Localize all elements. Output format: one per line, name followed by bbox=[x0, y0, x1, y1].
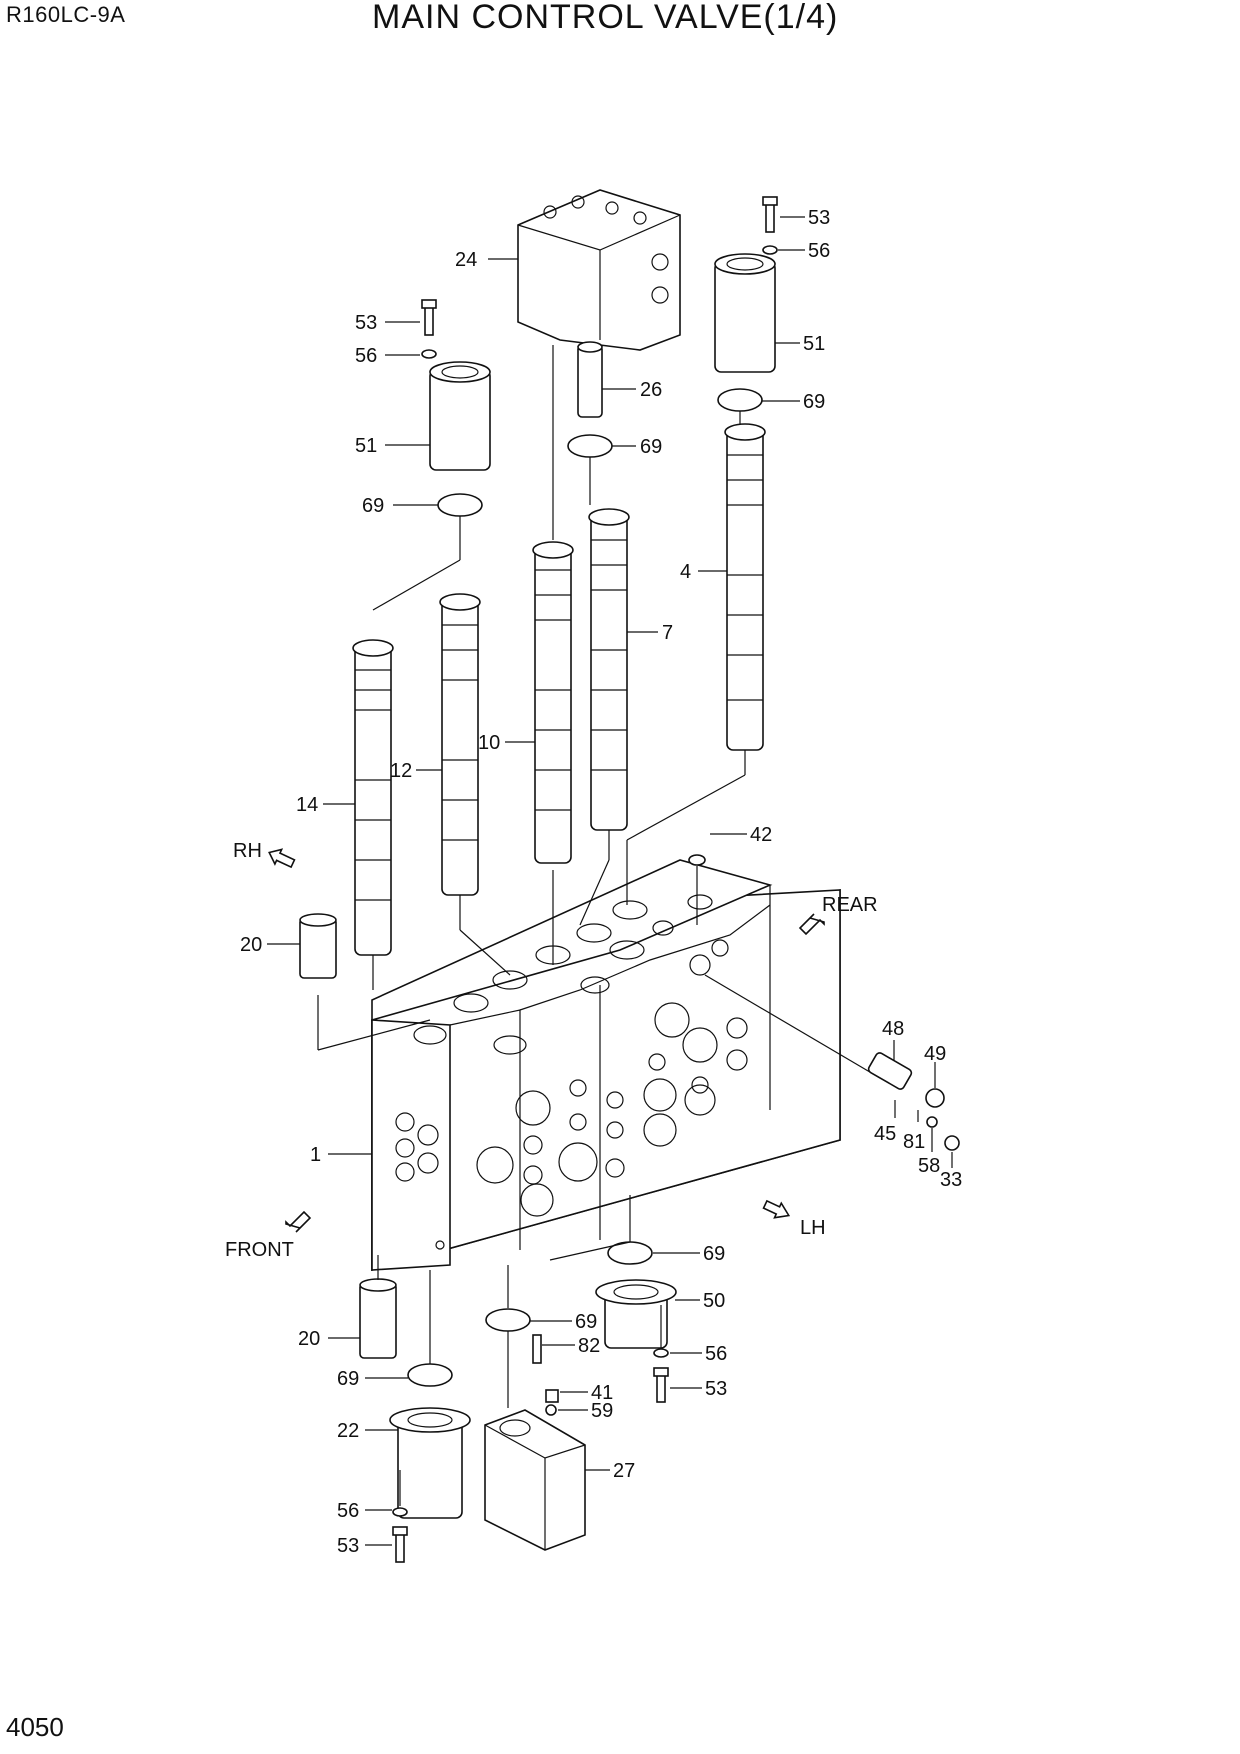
callout-69: 69 bbox=[640, 436, 662, 458]
spool-part-7 bbox=[588, 508, 630, 831]
direction-arrows bbox=[268, 848, 825, 1233]
page-title: MAIN CONTROL VALVE(1/4) bbox=[372, 0, 839, 36]
poppet-part-26 bbox=[577, 341, 603, 418]
spool-part-14 bbox=[352, 639, 394, 956]
callout-56: 56 bbox=[337, 1500, 359, 1522]
callout-53: 53 bbox=[337, 1535, 359, 1557]
callout-10: 10 bbox=[478, 732, 500, 754]
callout-82: 82 bbox=[578, 1335, 600, 1357]
callout-12: 12 bbox=[390, 760, 412, 782]
callout-69: 69 bbox=[803, 391, 825, 413]
block-part-27 bbox=[484, 1409, 586, 1551]
alignment-lines bbox=[317, 345, 746, 1506]
callout-56: 56 bbox=[808, 240, 830, 262]
callout-1: 1 bbox=[310, 1144, 321, 1166]
o-ring-69-b bbox=[567, 434, 613, 458]
callout-53: 53 bbox=[355, 312, 377, 334]
direction-label-front: FRONT bbox=[225, 1239, 294, 1261]
callout-69: 69 bbox=[362, 495, 384, 517]
cap-part-22 bbox=[389, 1407, 471, 1519]
o-ring-69-c bbox=[717, 388, 763, 412]
callout-leaders bbox=[267, 216, 953, 1546]
callout-41: 41 bbox=[591, 1382, 613, 1404]
callout-20: 20 bbox=[240, 934, 262, 956]
callout-50: 50 bbox=[703, 1290, 725, 1312]
callout-59: 59 bbox=[591, 1400, 613, 1422]
callout-53: 53 bbox=[705, 1378, 727, 1400]
callout-27: 27 bbox=[613, 1460, 635, 1482]
cover-part-24 bbox=[517, 189, 681, 351]
callout-numbers: 53 56 24 51 53 56 26 69 51 69 69 4 7 10 … bbox=[240, 207, 962, 1557]
direction-label-rh: RH bbox=[233, 840, 262, 862]
plug-part-20-upper bbox=[299, 913, 337, 979]
callout-49: 49 bbox=[924, 1043, 946, 1065]
spool-part-12 bbox=[439, 593, 481, 896]
rh-arrow-icon bbox=[268, 848, 296, 869]
cap-part-50 bbox=[595, 1279, 677, 1349]
front-arrow-icon bbox=[285, 1210, 312, 1233]
lh-arrow-icon bbox=[762, 1199, 791, 1219]
o-ring-69-e bbox=[485, 1308, 531, 1332]
callout-33: 33 bbox=[940, 1169, 962, 1191]
callout-81: 81 bbox=[903, 1131, 925, 1153]
model-code: R160LC-9A bbox=[6, 2, 126, 27]
spool-part-10 bbox=[532, 541, 574, 864]
callout-53: 53 bbox=[808, 207, 830, 229]
callout-69: 69 bbox=[703, 1243, 725, 1265]
callout-4: 4 bbox=[680, 561, 691, 583]
callout-22: 22 bbox=[337, 1420, 359, 1442]
direction-label-rear: REAR bbox=[822, 894, 878, 916]
callout-69: 69 bbox=[575, 1311, 597, 1333]
relief-valve-parts-48-33 bbox=[704, 974, 960, 1151]
bolts-and-washers bbox=[392, 196, 778, 1563]
callout-24: 24 bbox=[455, 249, 477, 271]
rear-arrow-icon bbox=[798, 913, 825, 936]
o-ring-69-f bbox=[407, 1363, 453, 1387]
callout-7: 7 bbox=[662, 622, 673, 644]
plug-part-20-lower bbox=[359, 1278, 397, 1359]
callout-56: 56 bbox=[705, 1343, 727, 1365]
callout-26: 26 bbox=[640, 379, 662, 401]
callout-48: 48 bbox=[882, 1018, 904, 1040]
cap-part-51-left bbox=[429, 361, 491, 471]
callout-20: 20 bbox=[298, 1328, 320, 1350]
callout-51: 51 bbox=[355, 435, 377, 457]
callout-58: 58 bbox=[918, 1155, 940, 1177]
callout-42: 42 bbox=[750, 824, 772, 846]
spool-part-4 bbox=[724, 423, 766, 751]
callout-69: 69 bbox=[337, 1368, 359, 1390]
callout-56: 56 bbox=[355, 345, 377, 367]
callout-51: 51 bbox=[803, 333, 825, 355]
page-number: 4050 bbox=[6, 1712, 64, 1742]
direction-label-lh: LH bbox=[800, 1217, 826, 1239]
cap-part-51-right bbox=[714, 253, 776, 373]
callout-45: 45 bbox=[874, 1123, 896, 1145]
callout-14: 14 bbox=[296, 794, 318, 816]
o-ring-69-a bbox=[437, 493, 483, 517]
